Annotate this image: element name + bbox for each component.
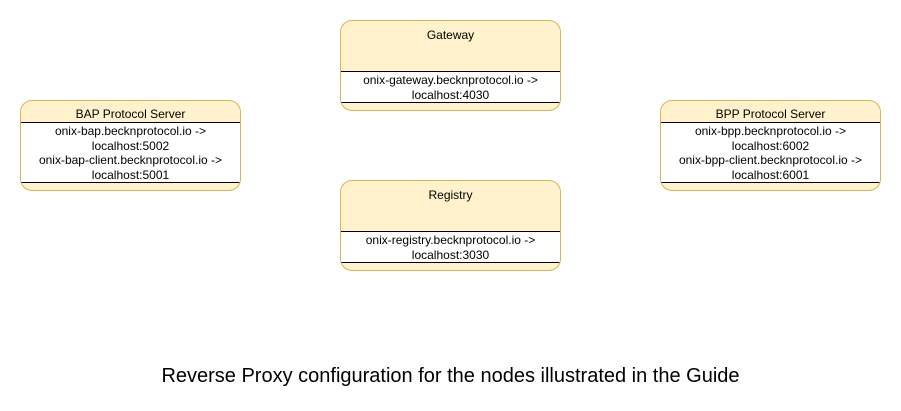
registry-mapping-line: localhost:3030 [411,247,490,262]
gateway-title: Gateway [426,28,475,42]
gateway-mapping-line: onix-gateway.becknprotocol.io -> [363,73,538,87]
bpp-mapping-line: onix-bpp-client.becknprotocol.io -> [678,153,863,167]
bap-mapping-line: localhost:5002 [91,138,170,153]
bap-title: BAP Protocol Server [75,107,186,121]
diagram-caption: Reverse Proxy configuration for the node… [161,365,740,387]
bap-mapping-line: localhost:5001 [91,167,170,182]
bpp-title: BPP Protocol Server [715,107,826,121]
bap-mapping: onix-bap.becknprotocol.io -> localhost:5… [21,122,240,183]
gateway-node: Gateway onix-gateway.becknprotocol.io ->… [340,20,561,111]
registry-node: Registry onix-registry.becknprotocol.io … [340,180,561,271]
gateway-mapping: onix-gateway.becknprotocol.io -> localho… [341,71,560,103]
bpp-mapping: onix-bpp.becknprotocol.io -> localhost:6… [661,122,880,183]
bap-mapping-line: onix-bap.becknprotocol.io -> [54,124,207,138]
registry-title: Registry [428,188,473,202]
gateway-mapping-line: localhost:4030 [411,87,490,102]
bap-mapping-line: onix-bap-client.becknprotocol.io -> [38,153,223,167]
registry-mapping-line: onix-registry.becknprotocol.io -> [365,233,536,247]
bpp-mapping-line: localhost:6001 [731,167,810,182]
registry-mapping: onix-registry.becknprotocol.io -> localh… [341,231,560,263]
bpp-mapping-line: localhost:6002 [731,138,810,153]
bap-protocol-server-node: BAP Protocol Server onix-bap.becknprotoc… [20,100,241,191]
bpp-mapping-line: onix-bpp.becknprotocol.io -> [694,124,847,138]
bpp-protocol-server-node: BPP Protocol Server onix-bpp.becknprotoc… [660,100,881,191]
